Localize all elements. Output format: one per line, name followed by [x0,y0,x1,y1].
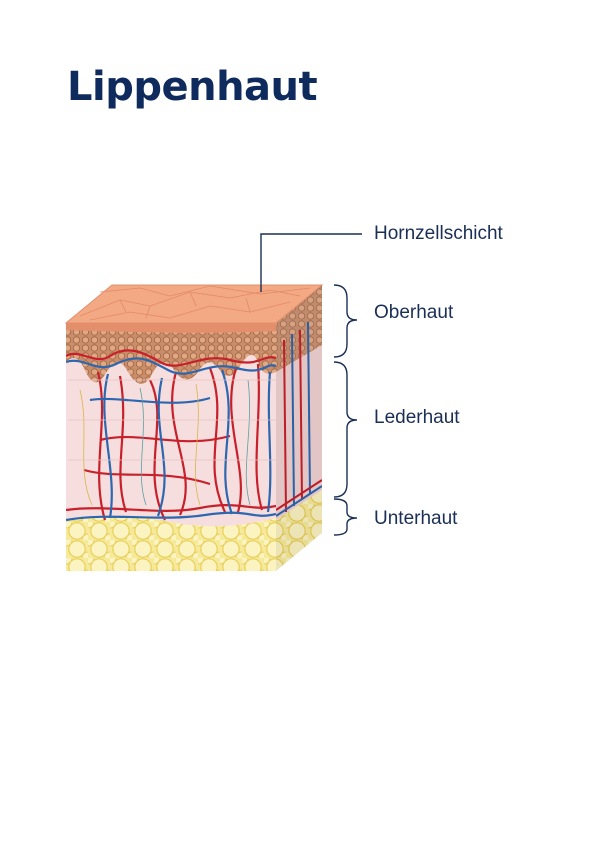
skin-surface-top-face [64,284,324,324]
label-leaders [260,233,362,536]
arteries [66,349,276,521]
hornzellschicht-leader-line [260,233,362,292]
label-unterhaut: Unterhaut [374,508,458,529]
subcutis-fat-layer [66,516,276,571]
unterhaut-brace [333,498,358,536]
veins [66,357,276,522]
skin-block-front-face [66,323,276,571]
label-oberhaut: Oberhaut [374,302,454,323]
skin-block-side-face [276,285,322,571]
label-hornzellschicht: Hornzellschicht [374,223,503,244]
page-title: Lippenhaut [67,64,318,110]
horny-layer-band [66,323,276,333]
label-lederhaut: Lederhaut [374,407,460,428]
lederhaut-brace [333,361,358,498]
oberhaut-brace [333,284,358,358]
epidermis-cell-layer [66,323,276,384]
nerve-fibers [68,379,276,506]
